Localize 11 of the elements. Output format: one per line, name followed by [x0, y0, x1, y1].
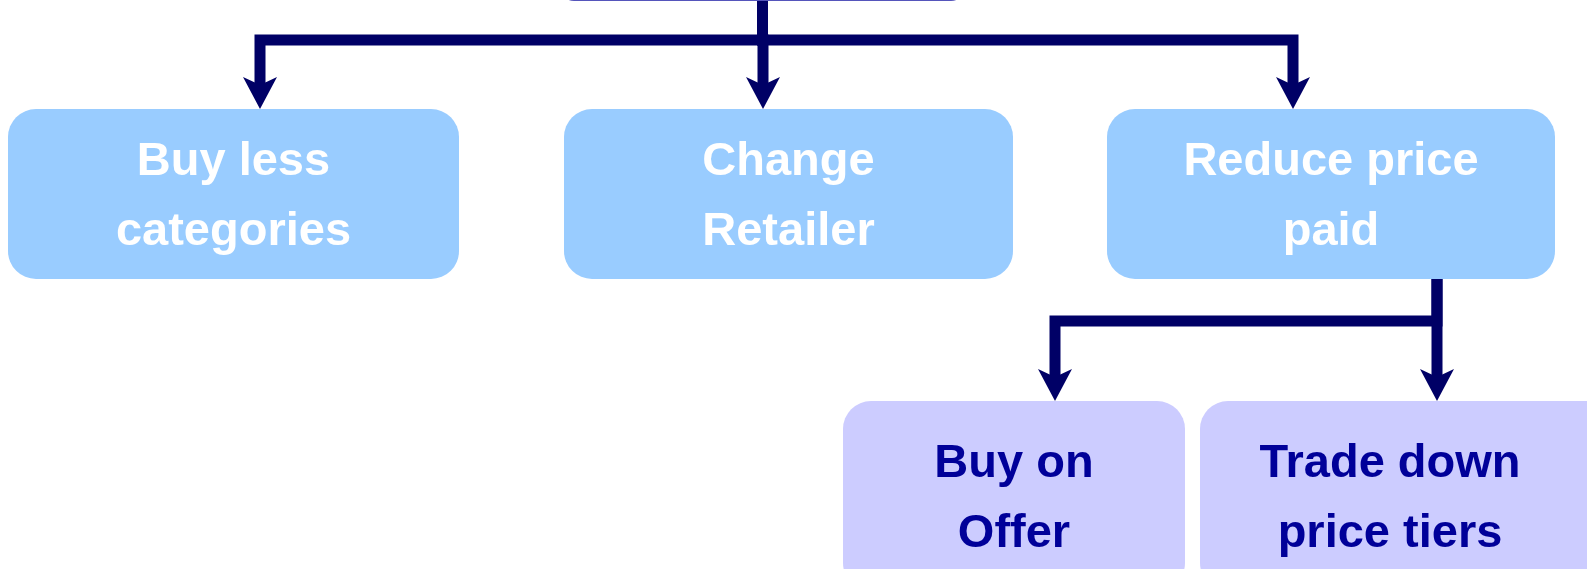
node-label: Trade down price tiers — [1258, 432, 1522, 559]
rounded-box — [8, 109, 459, 279]
node-label: Reduce price paid — [1182, 130, 1480, 257]
rounded-box — [1107, 109, 1555, 279]
node-label: Change Retailer — [701, 130, 876, 257]
rounded-box — [1200, 401, 1587, 569]
arrow — [1420, 279, 1454, 401]
rounded-box — [564, 109, 1013, 279]
rounded-box — [843, 401, 1185, 569]
node-label: Buy less categories — [114, 130, 353, 257]
node-label: Buy on Offer — [933, 432, 1095, 559]
